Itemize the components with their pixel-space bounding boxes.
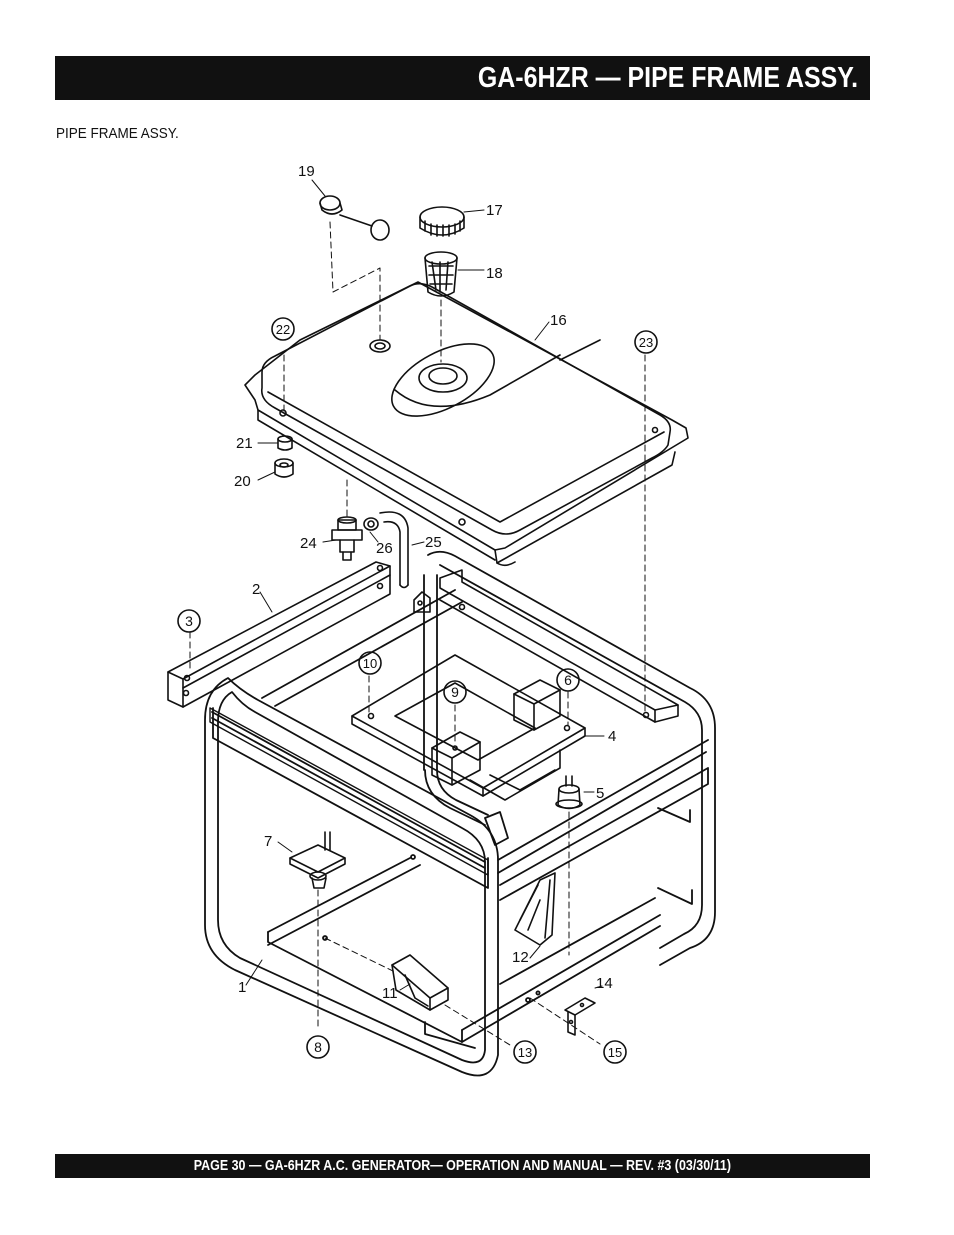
- bracket-12: [514, 872, 556, 946]
- callout-26: 26: [376, 540, 393, 557]
- callout-3: 3: [185, 613, 193, 629]
- nut-21: [277, 435, 293, 451]
- frame-top-bracket: [439, 569, 679, 723]
- callout-labels: 19 17 18 16 22 23 21 20 24 26 25 2 3 10 …: [185, 163, 653, 1060]
- callout-22: 22: [276, 322, 290, 337]
- callout-14: 14: [596, 975, 613, 992]
- leader-lines: [189, 179, 646, 1046]
- callout-circles: [177, 317, 658, 1064]
- fuel-cock: [331, 516, 363, 561]
- callout-6: 6: [564, 672, 572, 688]
- callout-17: 17: [486, 202, 503, 219]
- page-title: GA-6HZR — PIPE FRAME ASSY.: [477, 62, 858, 94]
- pipe-frame: [204, 550, 716, 1077]
- callout-10: 10: [363, 656, 377, 671]
- bracket-11: [391, 954, 449, 1011]
- callout-18: 18: [486, 265, 503, 282]
- side-bar: [167, 561, 391, 708]
- callout-11: 11: [382, 985, 398, 1002]
- footer-text: PAGE 30 — GA-6HZR A.C. GENERATOR— OPERAT…: [193, 1158, 732, 1174]
- tank-bracket-clip: [413, 591, 431, 613]
- bracket-14: [564, 997, 596, 1036]
- callout-5: 5: [596, 785, 604, 802]
- callout-2: 2: [252, 581, 260, 598]
- callout-8: 8: [314, 1039, 322, 1055]
- callout-12: 12: [512, 949, 529, 966]
- footer-bar: PAGE 30 — GA-6HZR A.C. GENERATOR— OPERAT…: [55, 1154, 870, 1178]
- callout-7: 7: [264, 833, 272, 850]
- fuel-strainer: [424, 251, 458, 297]
- rubber-mount: [555, 775, 583, 810]
- fuel-hose: [379, 511, 409, 589]
- callout-19: 19: [298, 163, 315, 180]
- callout-21: 21: [236, 435, 253, 452]
- callout-25: 25: [425, 534, 442, 551]
- grommet-20: [274, 458, 294, 478]
- fuel-gauge: [319, 195, 390, 241]
- callout-20: 20: [234, 473, 251, 490]
- hose-clamp: [363, 517, 379, 531]
- callout-13: 13: [518, 1045, 532, 1060]
- callout-24: 24: [300, 535, 317, 552]
- front-mount: [289, 831, 346, 889]
- fuel-tank: [244, 281, 689, 567]
- callout-15: 15: [608, 1045, 622, 1060]
- engine-mount-plate: [351, 654, 586, 801]
- header-bar: GA-6HZR — PIPE FRAME ASSY.: [55, 56, 870, 100]
- section-title: PIPE FRAME ASSY.: [56, 125, 179, 142]
- callout-9: 9: [451, 684, 459, 700]
- callout-4: 4: [608, 728, 616, 745]
- callout-16: 16: [550, 312, 567, 329]
- callout-1: 1: [238, 979, 246, 996]
- fuel-cap: [419, 206, 465, 237]
- callout-23: 23: [639, 335, 653, 350]
